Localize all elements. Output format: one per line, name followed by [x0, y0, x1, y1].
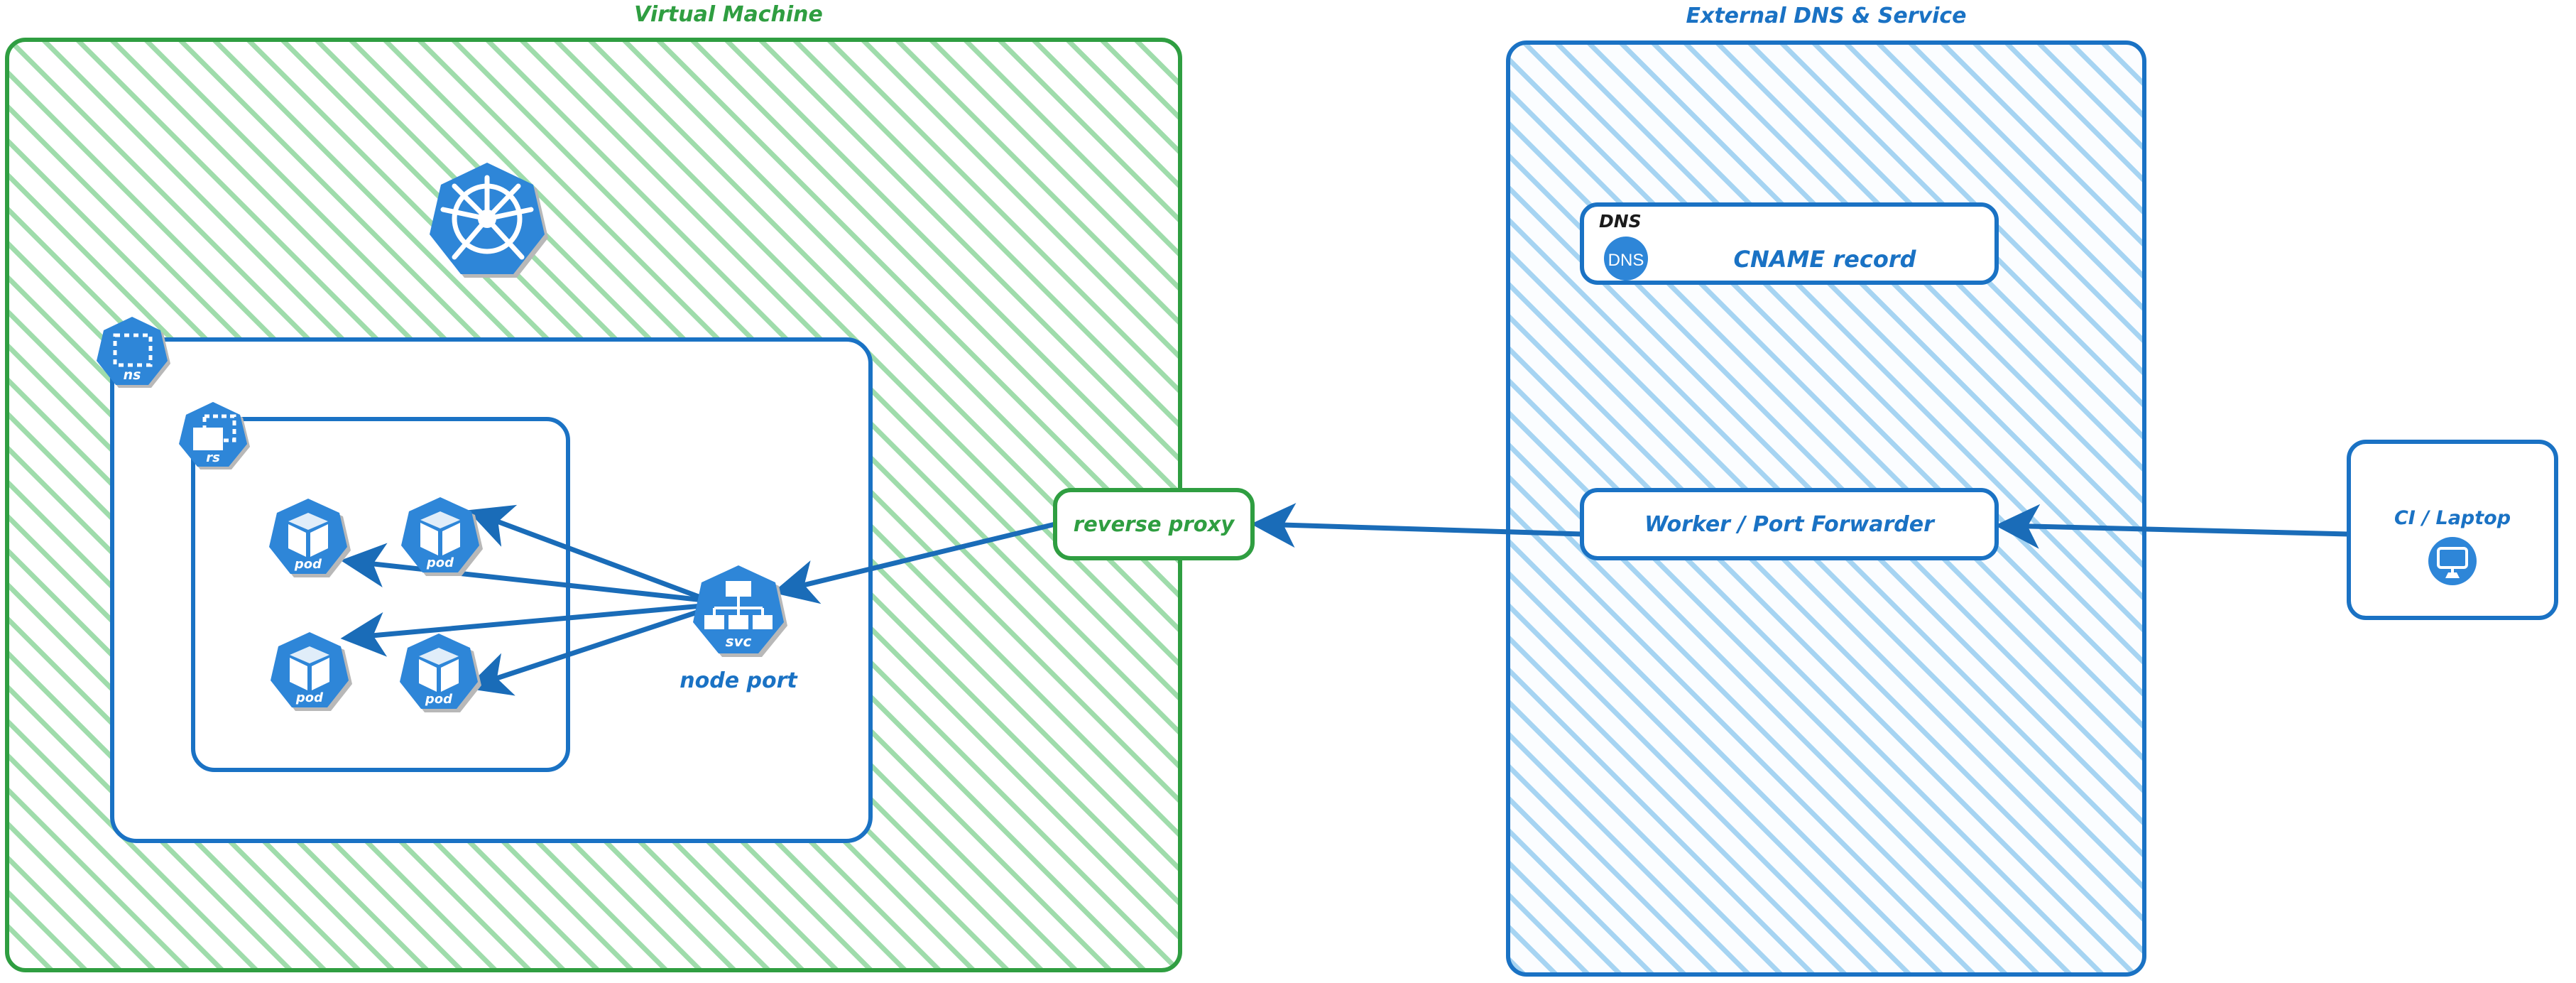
arrow-worker-to-reverse-proxy — [1250, 503, 1585, 548]
ci-laptop-frame[interactable] — [2347, 440, 2558, 620]
service-node-label: svc — [726, 633, 752, 650]
reverse-proxy-box[interactable]: reverse proxy — [1053, 488, 1255, 560]
arrow-ci-laptop-to-worker — [1994, 504, 2352, 549]
pod-4-label: pod — [425, 692, 453, 707]
pod-3-label: pod — [295, 690, 324, 705]
replicaset-badge-label: rs — [206, 450, 220, 465]
replicaset-solid-box-icon — [193, 428, 223, 450]
worker-port-forwarder-box[interactable]: Worker / Port Forwarder — [1580, 488, 1999, 560]
ci-laptop-box[interactable]: CI / Laptop — [2347, 440, 2558, 620]
reverse-proxy-label: reverse proxy — [1074, 512, 1235, 536]
pod-1-label: pod — [294, 557, 322, 572]
dns-record-box[interactable]: DNS DNS CNAME record — [1580, 202, 1999, 285]
arrow-group-service-to-pods — [340, 504, 713, 696]
arrow-svc-to-pod-2 — [467, 504, 713, 604]
cube-icon — [420, 511, 460, 555]
dns-tag-label: DNS — [1599, 211, 1642, 232]
pod-2: pod — [401, 497, 483, 576]
cube-icon — [419, 648, 459, 692]
kubernetes-logo — [430, 163, 548, 278]
pod-1: pod — [269, 499, 351, 577]
cname-record-label: CNAME record — [1734, 246, 1917, 273]
virtual-machine-title: Virtual Machine — [634, 2, 823, 27]
service-tree-icon — [704, 581, 773, 629]
pod-4: pod — [400, 634, 481, 712]
external-dns-service-title: External DNS & Service — [1686, 4, 1966, 28]
ci-laptop-label: CI / Laptop — [2394, 507, 2511, 529]
worker-port-forwarder-label: Worker / Port Forwarder — [1644, 512, 1936, 537]
replicaset-badge: rs — [179, 402, 250, 469]
node-port-caption: node port — [680, 668, 798, 693]
cube-icon — [288, 513, 328, 557]
pod-3: pod — [271, 632, 352, 711]
replicaset-container — [191, 417, 570, 772]
namespace-dashed-box-icon — [113, 333, 153, 367]
arrow-svc-to-pod-4 — [466, 605, 713, 696]
dns-circle-icon: DNS — [1604, 237, 1648, 281]
dns-record-frame[interactable] — [1580, 202, 1999, 285]
namespace-badge-label: ns — [124, 367, 141, 383]
arrow-svc-to-pod-1 — [340, 543, 713, 604]
dns-icon-label: DNS — [1608, 251, 1644, 270]
monitor-icon — [2428, 537, 2477, 585]
arrow-reverse-proxy-to-service — [772, 521, 1058, 604]
reverse-proxy-frame[interactable] — [1053, 488, 1255, 560]
worker-port-forwarder-frame[interactable] — [1580, 488, 1999, 560]
pod-2-label: pod — [426, 555, 454, 570]
service-node: svc node port — [680, 565, 798, 693]
namespace-badge: ns — [97, 317, 170, 388]
cube-icon — [290, 646, 329, 690]
arrow-svc-to-pod-3 — [340, 602, 713, 657]
